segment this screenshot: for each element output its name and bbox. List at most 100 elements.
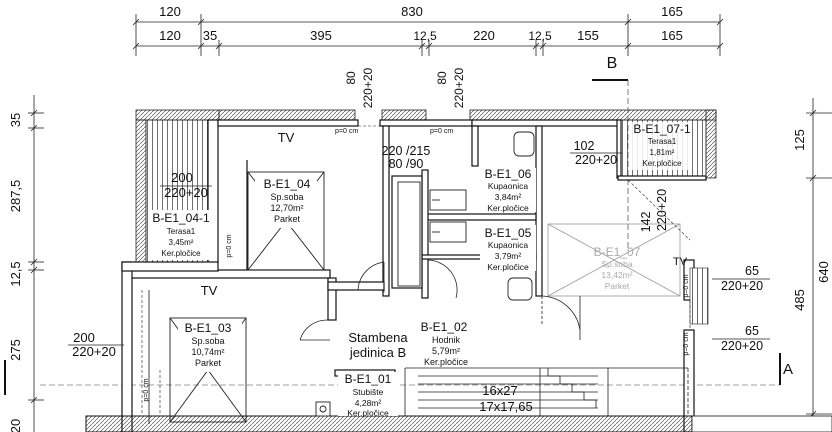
dim-top-detail-1: 120	[159, 28, 181, 43]
section-a-marker	[40, 353, 781, 386]
parapet-top-3	[469, 109, 717, 121]
room-label-bg	[150, 210, 210, 260]
opening-labels: 80 220+20 80 220+20 200 220+20 220 /215 …	[68, 67, 770, 402]
room-label-bg	[480, 225, 536, 271]
stairs	[404, 367, 689, 416]
section-a-label: A	[783, 361, 793, 378]
sill-label-2: p=0 cm	[430, 128, 453, 135]
sill-label-6: p=0 cm	[683, 332, 690, 355]
opening-terrace-left-height: 220+20	[164, 185, 208, 200]
room-name: Kupaonica	[488, 240, 528, 250]
dim-top-detail-4: 12,5	[413, 29, 437, 43]
tv-label-1: TV	[278, 130, 295, 145]
dim-left-5: 20	[8, 419, 23, 432]
room-id: B-E1_04-1	[152, 211, 210, 225]
room-id: B-E1_07	[594, 245, 641, 259]
opening-vertical-142: 142	[639, 212, 653, 233]
room-name: Stubište	[353, 387, 384, 397]
window-openings	[141, 125, 691, 415]
room-name: Terasa1	[648, 137, 677, 146]
room-label-b-e1-04: B-E1_04 Sp.soba 12,70m² Parket	[264, 177, 311, 224]
stair-step-size-1: 16x27	[482, 383, 517, 398]
opening-right-window2-height: 220+20	[721, 339, 763, 353]
room-floor: Ker.pločice	[642, 159, 682, 168]
room-label-bg	[480, 168, 536, 212]
dim-right-2: 640	[816, 261, 831, 283]
bed-room-07	[547, 223, 681, 297]
room-area: 3,45m²	[169, 238, 194, 247]
opening-vertical-220: 220+20	[655, 189, 669, 231]
opening-w2-height: 220+20	[452, 67, 466, 108]
room-floor: Ker.pločice	[424, 357, 468, 367]
dim-top-detail-7: 155	[577, 28, 599, 43]
room-03-label-bg	[178, 320, 242, 372]
room-id: B-E1_01	[345, 372, 392, 386]
opening-right-window1-width: 65	[745, 264, 759, 278]
dim-top-total-1: 120	[159, 4, 181, 19]
dim-top-detail-6: 12,5	[528, 29, 552, 43]
room-floor: Parket	[195, 358, 222, 368]
dim-left-3: 12,5	[8, 261, 23, 286]
tv-label-2: TV	[201, 283, 218, 298]
room-floor: Ker.pločice	[487, 262, 529, 272]
section-b-label: B	[607, 55, 618, 72]
right-balcony-railing	[689, 267, 709, 325]
opening-bath-window-height: 220+20	[575, 153, 617, 167]
unit-label-line-2: jedinica B	[349, 345, 406, 360]
dim-left-4: 275	[8, 339, 23, 361]
opening-door-215-a: 220 /215	[382, 144, 431, 158]
dim-top-total-2: 830	[401, 4, 423, 19]
sill-label-3: p=0 cm	[226, 234, 233, 257]
bottom-wall-hatched	[85, 415, 693, 432]
room-name: Kupaonica	[488, 181, 528, 191]
parapet-left-terrace	[135, 119, 147, 264]
sill-label-5: p=0 cm	[683, 274, 690, 297]
room-id: B-E1_03	[185, 321, 232, 335]
dim-top-total-3: 165	[661, 4, 683, 19]
top-dimension-lines	[132, 14, 724, 56]
dim-top-detail-3: 395	[310, 28, 332, 43]
room-name: Terasa1	[167, 227, 196, 236]
room-label-b-e1-04-1: B-E1_04-1 Terasa1 3,45m² Ker.pločice	[150, 210, 210, 260]
room-label-bg	[338, 372, 398, 416]
opening-right-window1-height: 220+20	[721, 279, 763, 293]
room-area: 3,79m²	[495, 251, 522, 261]
bottom-right-slab	[691, 415, 832, 432]
opening-bath-window-width: 102	[574, 139, 595, 153]
room-area: 5,79m²	[432, 346, 460, 356]
room-area: 12,70m²	[270, 203, 303, 213]
room-floor: Ker.pločice	[347, 408, 389, 418]
dim-left-2: 287,5	[8, 180, 23, 213]
left-dimension-line	[28, 95, 44, 432]
room-name: Sp.soba	[191, 336, 224, 346]
opening-terrace-left-width: 200	[171, 170, 193, 185]
parapet-top-1	[218, 109, 356, 121]
opening-w1-width: 80	[344, 71, 358, 85]
dim-right-3: 485	[792, 289, 807, 311]
parapet-top-2	[381, 109, 427, 121]
room-id: B-E1_04	[264, 177, 311, 191]
opening-door-215-b: 80 /90	[389, 157, 424, 171]
room-floor: Ker.pločice	[487, 203, 529, 213]
room-area: 1,81m²	[650, 148, 675, 157]
opening-w2-width: 80	[435, 71, 449, 85]
room-name: Sp.soba	[270, 192, 303, 202]
opening-bottom-left-height: 220+20	[72, 344, 116, 359]
dim-right-1: 125	[792, 129, 807, 151]
sill-label-1: p=0 cm	[335, 128, 358, 135]
parapet-top-left	[135, 109, 220, 121]
opening-w1-height: 220+20	[361, 67, 375, 108]
tv-label-3: TV	[673, 256, 688, 268]
room-id: B-E1_05	[485, 226, 532, 240]
room-label-b-e1-05: B-E1_05 Kupaonica 3,79m² Ker.pločice	[480, 225, 536, 272]
room-label-b-e1-01: B-E1_01 Stubište 4,28m² Ker.pločice	[338, 372, 398, 418]
room-floor: Parket	[274, 214, 301, 224]
dim-top-detail-2: 35	[203, 28, 217, 43]
dim-left-1: 35	[8, 113, 23, 127]
room-floor: Ker.pločice	[161, 249, 201, 258]
unit-label-line-1: Stambena	[348, 330, 408, 345]
room-floor: Parket	[605, 281, 630, 291]
opening-bottom-left-width: 200	[73, 330, 95, 345]
room-id: B-E1_02	[421, 320, 468, 334]
